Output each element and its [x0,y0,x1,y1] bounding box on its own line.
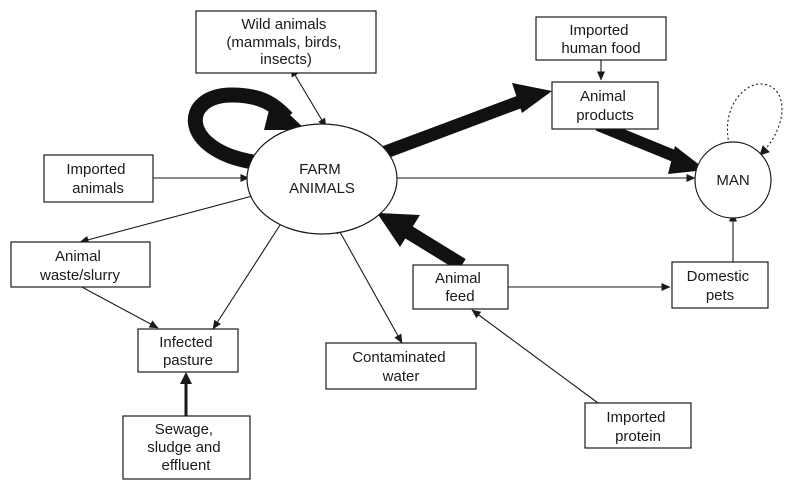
domestic-pets-label: Domestic pets [687,268,754,304]
arrowhead-sewage-to-pasture [180,372,192,384]
node-wild-animals: Wild animals (mammals, birds, insects) [195,10,377,74]
arrow-farm-water [335,224,403,344]
node-imported-animals: Imported animals [43,154,154,203]
imported-human-food-label: Imported human food [561,22,640,57]
arrowhead-farm-to-products [512,83,552,113]
man-self-loop-dotted [727,83,783,158]
node-imported-human-food: Imported human food [535,16,667,61]
node-animal-products: Animal products [551,81,659,130]
arrow-waste-to-pasture [79,285,159,329]
infected-pasture-label: Infected pasture [159,334,217,369]
imported-protein-label: Imported protein [606,409,669,445]
node-sewage: Sewage, sludge and effluent [122,415,251,480]
node-contaminated-water: Contaminated water [325,342,477,390]
animal-products-label: Animal products [576,88,634,124]
node-farm-animals: FARM ANIMALS [246,123,398,235]
node-domestic-pets: Domestic pets [671,261,769,309]
contaminated-water-label: Contaminated water [352,349,450,385]
imported-animals-label: Imported animals [66,161,129,197]
arrow-farm-to-waste [79,194,257,244]
wild-animals-label: Wild animals (mammals, birds, insects) [226,16,345,68]
node-animal-waste: Animal waste/slurry [10,241,151,288]
sewage-label: Sewage, sludge and effluent [147,421,225,474]
arrow-wild-farm [290,67,327,128]
arrow-products-to-man [595,119,687,166]
node-animal-feed: Animal feed [412,264,509,310]
arrow-farm-to-products [380,94,525,160]
man-label: MAN [716,172,749,189]
node-imported-protein: Imported protein [584,402,692,449]
node-man: MAN [694,141,772,219]
farm-animals-label: FARM ANIMALS [289,161,355,197]
node-infected-pasture: Infected pasture [137,328,239,373]
arrowhead-products-to-man [668,146,706,174]
arrow-protein-to-feed [471,309,599,404]
arrow-feed-to-farm [401,224,466,271]
arrow-farm-pasture [212,214,287,330]
animal-waste-label: Animal waste/slurry [39,248,121,284]
animal-feed-label: Animal feed [435,270,485,305]
